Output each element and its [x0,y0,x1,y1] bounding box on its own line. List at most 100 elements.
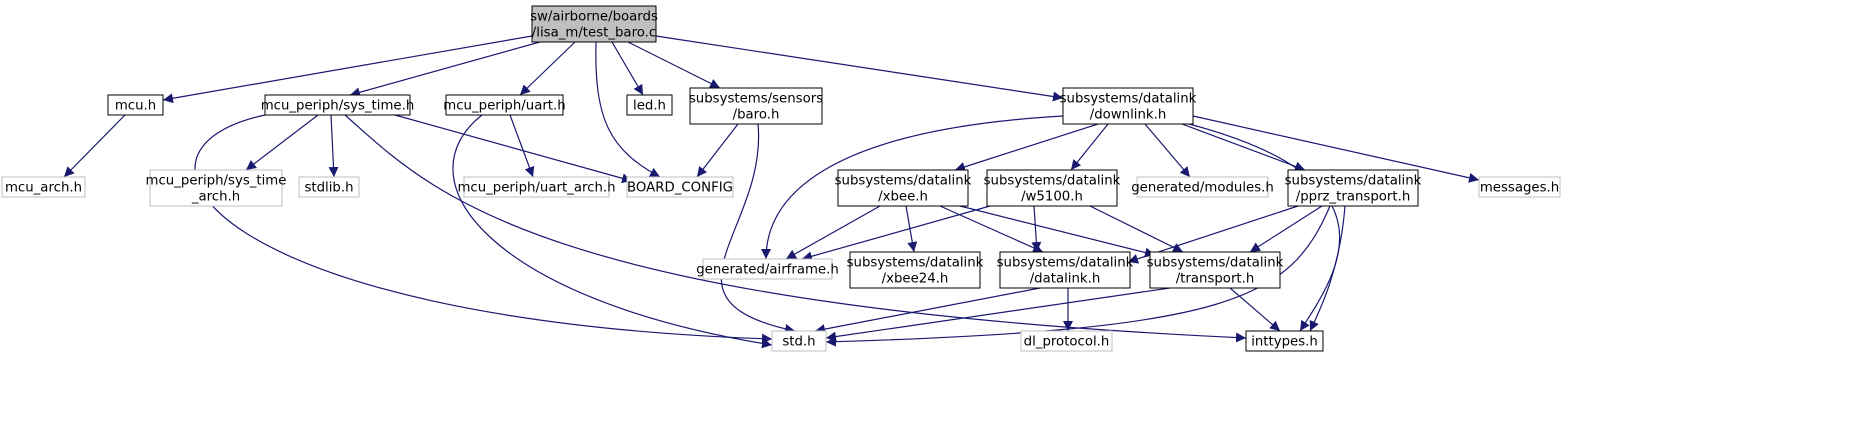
edge-downlink-h-to-w5100-h [1070,123,1109,171]
node-datalink-h[interactable]: subsystems/datalink/datalink.h [997,251,1134,289]
node-label: mcu.h [115,99,156,114]
edge-sys-time-h-to-stdlib-h [328,114,339,178]
node-box [298,176,360,198]
node-label: mcu_periph/sys_time [146,174,287,189]
edge-downlink-h-to-pprz-transport-h [1181,123,1306,172]
node-label: /pprz_transport.h [1296,190,1411,205]
edge-downlink-h-to-messages-h [1192,115,1480,183]
node-box [1062,87,1194,125]
node-label: generated/airframe.h [696,263,839,278]
node-label: led.h [633,99,666,114]
edge-test-baro-c-to-sys-time-h [349,41,541,98]
node-label: BOARD_CONFIG [627,181,733,196]
edge-test-baro-c-to-led-h [611,41,644,96]
node-baro-h[interactable]: subsystems/sensors/baro.h [689,87,823,125]
node-box [149,169,283,207]
node-box [1245,330,1324,352]
node-label: subsystems/datalink [835,174,972,189]
node-box [837,169,969,207]
node-label: /baro.h [733,108,780,123]
node-label: /downlink.h [1090,108,1167,123]
node-label: _arch.h [191,190,240,205]
edge-sys-time-h-to-inttypes-h [344,114,1247,343]
node-box [771,330,827,352]
node-label: subsystems/sensors [689,92,823,107]
node-box [626,176,734,198]
node-box [1149,251,1281,289]
node-label: subsystems/datalink [1285,174,1422,189]
node-box [626,94,673,116]
edge-mcu-h-to-mcu-arch-h [63,114,126,178]
node-label: /xbee.h [878,190,928,205]
edge-w5100-h-to-airframe-h [801,205,991,262]
node-label: subsystems/datalink [1060,92,1197,107]
edge-test-baro-c-to-mcu-h [162,35,533,104]
node-uart-arch-h: mcu_periph/uart_arch.h [457,176,616,198]
node-mcu-arch-h: mcu_arch.h [1,176,86,198]
node-transport-h[interactable]: subsystems/datalink/transport.h [1147,251,1284,289]
edge-downlink-h-to-inttypes-h [1188,123,1341,332]
node-xbee-h[interactable]: subsystems/datalink/xbee.h [835,169,972,207]
node-box [107,94,164,116]
node-box [1136,176,1269,198]
node-pprz-transport-h[interactable]: subsystems/datalink/pprz_transport.h [1285,169,1422,207]
node-mcu-h[interactable]: mcu.h [107,94,164,116]
edge-downlink-h-to-airframe-h [761,115,1064,260]
edge-sys-time-h-to-std-h [194,114,773,344]
node-label: /w5100.h [1021,190,1083,205]
node-label: dl_protocol.h [1024,335,1110,350]
node-label: mcu_periph/sys_time.h [261,99,415,114]
node-w5100-h[interactable]: subsystems/datalink/w5100.h [984,169,1121,207]
node-inttypes-h[interactable]: inttypes.h [1245,330,1324,352]
node-box [531,5,657,43]
node-label: mcu_periph/uart.h [443,99,565,114]
edge-pprz-transport-h-to-transport-h [1249,205,1323,253]
node-sys-time-h[interactable]: mcu_periph/sys_time.h [261,94,415,116]
node-label: std.h [782,335,815,350]
node-box [999,251,1131,289]
node-test-baro-c[interactable]: sw/airborne/boards/lisa_m/test_baro.c [530,5,658,43]
node-messages-h: messages.h [1478,176,1561,198]
node-box [702,258,833,280]
node-stdlib-h: stdlib.h [298,176,360,198]
node-label: subsystems/datalink [984,174,1121,189]
node-label: subsystems/datalink [997,256,1134,271]
edge-test-baro-c-to-uart-h [519,41,576,96]
node-sys-time-arch-h: mcu_periph/sys_time_arch.h [146,169,287,207]
edge-pprz-transport-h-to-inttypes-h [1309,205,1346,332]
edge-test-baro-c-to-baro-h [627,41,721,89]
node-box [689,87,823,125]
node-dl-protocol-h: dl_protocol.h [1020,330,1113,352]
node-label: inttypes.h [1251,335,1318,350]
node-label: stdlib.h [304,181,353,196]
node-label: messages.h [1480,181,1559,196]
edge-test-baro-c-to-downlink-h [655,35,1064,102]
edge-transport-h-to-std-h [825,287,1171,342]
node-label: mcu_periph/uart_arch.h [457,181,615,196]
node-led-h[interactable]: led.h [626,94,673,116]
node-modules-h: generated/modules.h [1131,176,1274,198]
node-box [1478,176,1561,198]
edge-baro-h-to-std-h [720,123,796,334]
node-label: sw/airborne/boards [530,10,658,25]
edge-w5100-h-to-transport-h [1089,205,1184,253]
edge-downlink-h-to-xbee-h [954,123,1099,172]
edge-baro-h-to-board-config [696,123,739,178]
node-box [463,176,610,198]
edge-xbee-h-to-datalink-h [939,205,1044,253]
node-downlink-h[interactable]: subsystems/datalink/downlink.h [1060,87,1197,125]
node-layer: sw/airborne/boards/lisa_m/test_baro.cmcu… [1,5,1561,352]
node-xbee24-h[interactable]: subsystems/datalink/xbee24.h [847,251,984,289]
node-box [1,176,86,198]
edge-downlink-h-to-modules-h [1144,123,1191,178]
edge-uart-h-to-uart-arch-h [509,114,535,178]
edge-pprz-transport-h-to-std-h [825,205,1331,347]
node-label: generated/modules.h [1131,181,1274,196]
edge-sys-time-h-to-sys-time-arch-h [245,114,319,171]
edge-xbee-h-to-airframe-h [785,205,881,260]
node-board-config: BOARD_CONFIG [626,176,734,198]
node-label: /xbee24.h [882,272,949,287]
node-uart-h[interactable]: mcu_periph/uart.h [443,94,566,116]
node-label: /lisa_m/test_baro.c [532,26,656,41]
